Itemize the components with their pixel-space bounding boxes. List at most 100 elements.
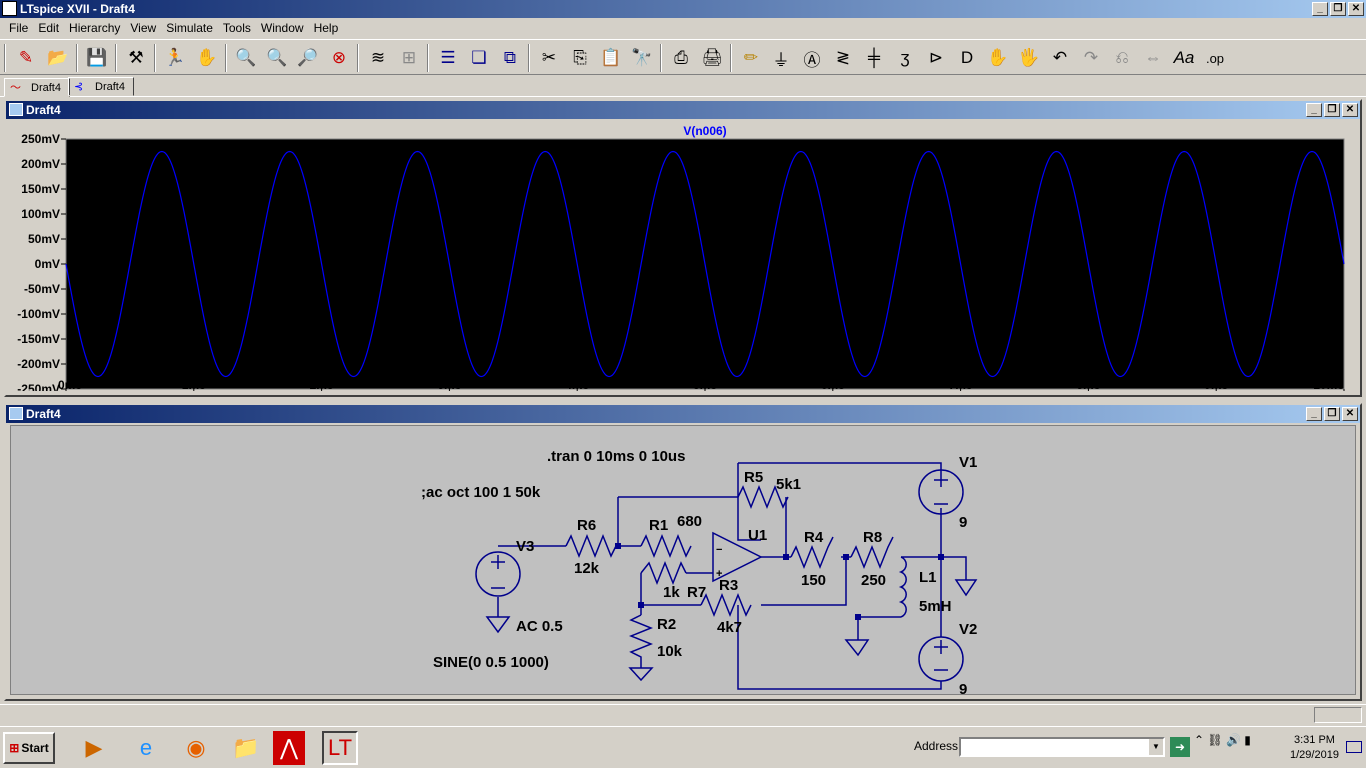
r8-value[interactable]: 250 [861, 572, 886, 589]
halt-icon[interactable]: ✋ [196, 48, 218, 67]
signal-icon[interactable]: ▮ [1244, 733, 1251, 747]
menu-tools[interactable]: Tools [222, 21, 251, 35]
v2-ref[interactable]: V2 [959, 621, 977, 638]
label-net-icon[interactable]: Ⓐ [803, 50, 821, 70]
r2-value[interactable]: 10k [657, 643, 683, 660]
l1-value[interactable]: 5mH [919, 598, 952, 615]
print-icon[interactable]: ⎙ [674, 48, 688, 67]
r7-value[interactable]: 680 [677, 513, 702, 530]
network-icon[interactable]: ⛓ [1207, 733, 1223, 747]
u1-ref[interactable]: U1 [748, 527, 767, 544]
ltspice-app-icon[interactable] [2, 1, 17, 16]
zoom-in-icon[interactable]: 🔍 [235, 48, 257, 67]
address-input[interactable]: ▼ [959, 737, 1165, 757]
draw-wire-icon[interactable]: ✏ [743, 48, 759, 67]
drag-icon[interactable]: 🖐 [1018, 48, 1040, 67]
ac-directive[interactable]: ;ac oct 100 1 50k [421, 484, 541, 501]
tab-plot[interactable]: 〜 Draft4 [4, 78, 70, 97]
r7-ref[interactable]: R7 [687, 584, 706, 601]
rotate-icon[interactable]: ⎌ [1115, 48, 1129, 67]
restore-button[interactable]: ❐ [1330, 2, 1346, 16]
diode-icon[interactable]: ⊳ [928, 48, 944, 67]
save-icon[interactable]: 💾 [86, 48, 108, 67]
control-panel-icon[interactable]: ⚒ [128, 48, 144, 67]
plot-restore-button[interactable]: ❐ [1324, 103, 1340, 117]
r1-value[interactable]: 1k [663, 584, 680, 601]
r4-value[interactable]: 150 [801, 572, 826, 589]
menu-simulate[interactable]: Simulate [166, 21, 213, 35]
resistor-icon[interactable]: ≷ [835, 48, 851, 67]
acrobat-icon[interactable]: ⋀ [273, 731, 305, 765]
media-player-icon[interactable]: ▶ [85, 735, 103, 760]
waveform-chart[interactable]: V(n006)250mV200mV150mV100mV50mV0mV-50mV-… [10, 121, 1356, 391]
open-folder-icon[interactable]: 📂 [47, 48, 69, 67]
v3-ref[interactable]: V3 [516, 538, 534, 555]
zoom-out-icon[interactable]: 🔎 [297, 48, 319, 67]
schematic-minimize-button[interactable]: _ [1306, 407, 1322, 421]
file-explorer-icon[interactable]: 📁 [232, 735, 260, 760]
clock[interactable]: 3:31 PM 1/29/2019 [1290, 733, 1339, 763]
schematic-restore-button[interactable]: ❐ [1324, 407, 1340, 421]
r6-ref[interactable]: R6 [577, 517, 596, 534]
autorange-icon[interactable]: ≋ [370, 48, 386, 67]
v1-ref[interactable]: V1 [959, 454, 977, 471]
go-arrow-icon[interactable]: ➜ [1170, 737, 1190, 757]
plot-minimize-button[interactable]: _ [1306, 103, 1322, 117]
r3-ref[interactable]: R3 [719, 577, 738, 594]
find-icon[interactable]: 🔭 [631, 48, 653, 67]
address-dropdown-icon[interactable]: ▼ [1149, 739, 1163, 755]
plot-close-button[interactable]: ✕ [1342, 103, 1358, 117]
menu-edit[interactable]: Edit [38, 21, 60, 35]
menu-file[interactable]: File [9, 21, 29, 35]
new-schematic-icon[interactable]: ✎ [18, 48, 34, 67]
r5-ref[interactable]: R5 [744, 469, 763, 486]
zoom-fit-icon[interactable]: ⊗ [331, 48, 347, 67]
menu-hierarchy[interactable]: Hierarchy [69, 21, 121, 35]
trace-label[interactable]: V(n006) [683, 124, 726, 138]
ac-value-label[interactable]: AC 0.5 [516, 618, 563, 635]
internet-explorer-icon[interactable]: e [139, 735, 153, 760]
paste-icon[interactable]: 📋 [600, 48, 622, 67]
cut-icon[interactable]: ✂ [541, 48, 557, 67]
schematic-drawing[interactable]: .tran 0 10ms 0 10us ;ac oct 100 1 50k SI… [11, 426, 1355, 696]
r6-value[interactable]: 12k [574, 560, 600, 577]
r5-value[interactable]: 5k1 [776, 476, 801, 493]
component-icon[interactable]: D [960, 48, 974, 67]
tile-vertical-icon[interactable]: ⧉ [503, 48, 517, 67]
firefox-icon[interactable]: ◉ [186, 735, 206, 760]
text-icon[interactable]: Aa [1173, 48, 1195, 67]
move-icon[interactable]: ✋ [987, 48, 1009, 67]
pan-icon[interactable]: 🔍 [266, 48, 288, 67]
tran-directive[interactable]: .tran 0 10ms 0 10us [547, 448, 685, 465]
tile-horizontal-icon[interactable]: ☰ [440, 48, 456, 67]
minimize-button[interactable]: _ [1312, 2, 1328, 16]
r1-ref[interactable]: R1 [649, 517, 668, 534]
trace-vn006[interactable] [65, 150, 1345, 378]
sine-source-label[interactable]: SINE(0 0.5 1000) [433, 654, 549, 671]
ground-icon[interactable]: ⏚ [772, 50, 790, 70]
menu-view[interactable]: View [130, 21, 157, 35]
menu-window[interactable]: Window [260, 21, 304, 35]
spice-directive-icon[interactable]: .op [1205, 50, 1225, 66]
fft-icon[interactable]: ⊞ [401, 48, 417, 67]
schematic-close-button[interactable]: ✕ [1342, 407, 1358, 421]
capacitor-icon[interactable]: ╪ [867, 48, 881, 67]
l1-ref[interactable]: L1 [919, 569, 937, 586]
r3-value[interactable]: 4k7 [717, 619, 742, 636]
volume-icon[interactable]: 🔊 [1225, 733, 1241, 747]
v2-value[interactable]: 9 [959, 681, 967, 696]
ltspice-taskbar-icon[interactable]: LT [322, 731, 358, 765]
tab-schematic[interactable]: ⊰ Draft4 [68, 77, 134, 96]
r2-ref[interactable]: R2 [657, 616, 676, 633]
r4-ref[interactable]: R4 [804, 529, 824, 546]
run-icon[interactable]: 🏃 [164, 48, 186, 67]
copy-icon[interactable]: ⎘ [573, 48, 587, 67]
v1-value[interactable]: 9 [959, 514, 967, 531]
notification-icon[interactable] [1346, 741, 1362, 753]
inductor-icon[interactable]: ʒ [900, 48, 910, 67]
schematic-canvas[interactable]: .tran 0 10ms 0 10us ;ac oct 100 1 50k SI… [10, 425, 1356, 696]
start-button[interactable]: ⊞ Start [3, 732, 55, 764]
mirror-icon[interactable]: ⇔ [1144, 48, 1162, 67]
print-setup-icon[interactable]: 🖨 [701, 48, 723, 67]
